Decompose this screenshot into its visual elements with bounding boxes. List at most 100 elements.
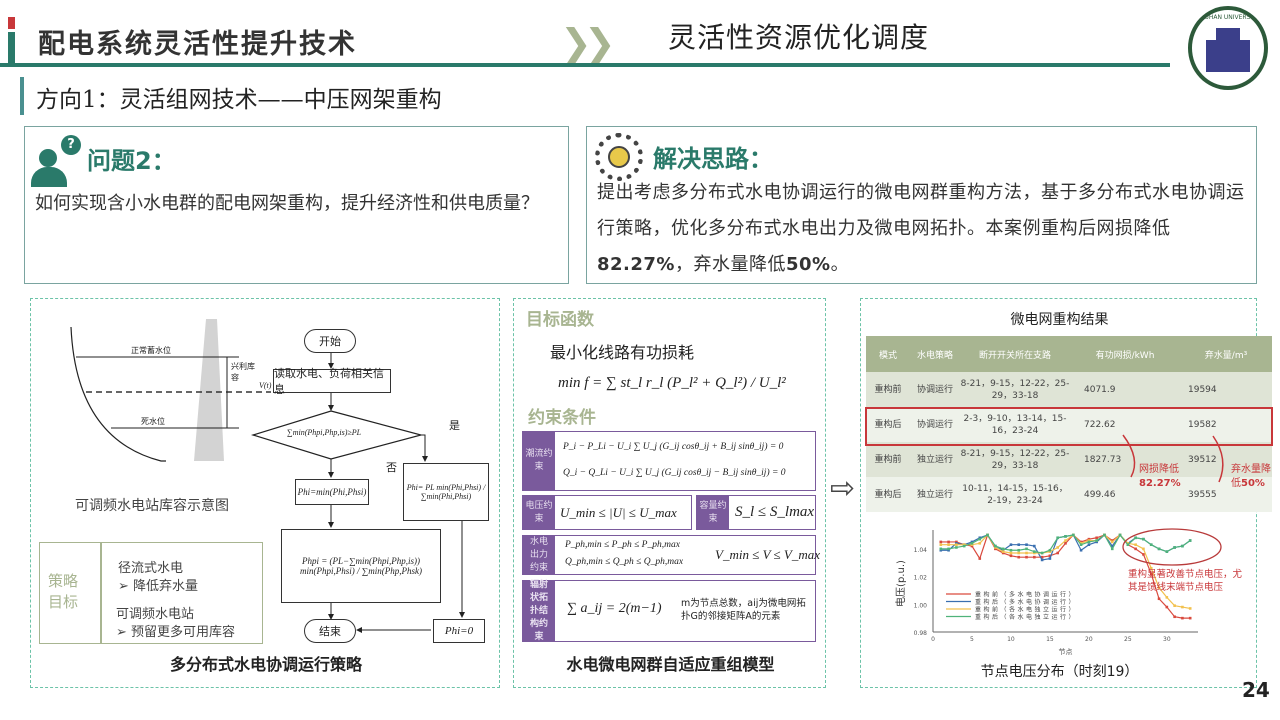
data-point [1173,615,1176,619]
voltage-constraint: 电压约束 U_min ≤ |U| ≤ U_max [522,495,692,530]
data-point [947,548,950,552]
data-point [1142,537,1145,541]
strategy-goal-box: 策略目标 径流式水电 ➢ 降低弃水量 可调频水电站 ➢ 预留更多可用库容 [39,542,263,644]
cell: 独立运行 [910,442,960,477]
water-reduction-value: 50% [785,254,831,275]
page-title: 配电系统灵活性提升技术 [38,29,357,60]
data-point [1087,540,1091,544]
data-point [1110,539,1114,542]
data-point [1017,548,1021,552]
data-point [994,544,997,548]
data-point [1025,551,1028,555]
data-point [1165,605,1169,609]
data-point [1181,616,1184,620]
data-point [986,533,989,537]
flow-start: 开始 [304,329,356,353]
data-point [970,543,974,546]
strategy-bullet-1-text: 降低弃水量 [133,579,199,594]
data-point [1188,607,1192,610]
problem-heading: 问题2： [87,147,176,175]
data-point [939,543,943,546]
legend-label: 重构前（各水电独立运行） [975,606,1077,614]
radial-topology-note: m为节点总数，aij为微电网拓扑G的邻接矩阵A的元素 [681,598,806,622]
data-point [1001,548,1005,552]
table-header-row: 模式 水电策略 断开开关所在支路 有功网损/kWh 弃水量/m³ [866,336,1272,372]
hydro-p-eq: P_ph,min ≤ P_ph ≤ P_ph,max [565,540,680,550]
flow-no-label: 否 [386,461,397,474]
data-point [1188,616,1192,620]
data-point [994,546,997,549]
cell: 协调运行 [910,407,960,442]
data-point [1001,550,1005,553]
data-point [1033,544,1036,548]
data-point [1079,540,1083,544]
data-point [1095,539,1098,542]
x-tick-label: 5 [970,636,974,643]
col-switches: 断开开关所在支路 [960,336,1070,372]
power-flow-label: 潮流约束 [523,432,555,490]
constraint-title: 约束条件 [528,408,596,428]
strategy-panel: 正常蓄水位 兴利库容 V(t) 死水位 可调频水电站库容示意图 开始 读取水电、… [30,298,500,688]
gear-user-icon [595,133,643,181]
data-point [978,537,982,541]
data-point [1103,533,1106,537]
results-panel: 微电网重构结果 模式 水电策略 断开开关所在支路 有功网损/kWh 弃水量/m³… [860,298,1273,688]
flow-box-main: Phpi = (PL−∑min(Phpi,Php,is)) min(Phpi,P… [281,529,441,603]
cell: 重构后 [866,407,910,442]
capacity-constraint: 容量约束 S_l ≤ S_lmax [696,495,816,530]
data-point [1040,558,1044,562]
data-point [1149,566,1153,570]
strategy-bullet-2-text: 预留更多可用库容 [131,625,236,640]
table-title: 微电网重构结果 [1010,312,1109,328]
panel1-caption: 多分布式水电协调运行策略 [169,655,362,674]
radial-topology-label: 辐射状拓扑结构约束 [523,580,555,642]
data-point [1071,533,1075,537]
flow-end: 结束 [304,619,356,643]
data-point [1149,543,1153,546]
solution-box: 解决思路： 提出考虑多分布式水电协调运行的微电网群重构方法，基于多分布式水电协调… [586,126,1257,284]
data-point [994,547,997,551]
flow-box-no: Phi=min(Phi,Phsi) [295,479,369,505]
col-strategy: 水电策略 [910,336,960,372]
data-point [978,536,982,540]
data-point [1142,553,1145,556]
subtitle-bar [20,77,24,115]
results-table: 模式 水电策略 断开开关所在支路 有功网损/kWh 弃水量/m³ 重构前协调运行… [866,336,1272,512]
data-point [1087,539,1091,542]
page-number: 24 [1242,678,1270,702]
data-point [1079,542,1083,545]
cell: 722.62 [1070,407,1180,442]
model-panel: 目标函数 最小化线路有功损耗 min f = ∑ st_l r_l (P_l² … [513,298,826,688]
water-reduction-note: 弃水量降低50% [1231,463,1271,491]
hydro-output-constraint: 水电出力约束 P_ph,min ≤ P_ph ≤ P_ph,max Q_ph,m… [522,535,820,575]
cell: 2-3，9-10，13-14，15-16，23-24 [960,407,1070,442]
data-point [1188,539,1192,542]
hydro-output-label: 水电出力约束 [523,536,555,574]
logo-text: WUHAN UNIVERSITY [1198,14,1260,21]
y-tick-label: 0.98 [914,630,928,637]
normal-level-label: 正常蓄水位 [131,346,171,355]
objective-text: 最小化线路有功损耗 [550,343,695,362]
chevrons-icon: ❯❯ [560,21,616,65]
flow-zero: Phi=0 [433,619,485,643]
x-tick-label: 25 [1124,636,1132,643]
x-tick-label: 10 [1007,636,1015,643]
problem-text: 如何实现含小水电群的配电网架重构，提升经济性和供电质量？ [35,193,539,214]
data-point [1087,543,1091,546]
y-tick-label: 1.04 [914,547,928,554]
data-point [939,540,943,544]
strategy-divider [100,543,102,643]
header-red-mark [8,17,15,29]
data-point [1056,551,1060,555]
data-point [1040,555,1044,559]
solution-text-3: 。 [830,254,850,275]
solution-text-2: ，弃水量降低 [674,254,786,275]
legend-label: 重构前（多水电协调运行） [975,591,1077,599]
data-point [1173,604,1176,607]
y-tick-label: 1.02 [914,575,928,582]
power-flow-constraint: 潮流约束 P_i − P_Li − U_i ∑ U_j (G_ij cosθ_i… [522,431,816,491]
reservoir-v-eq: V_min ≤ V ≤ V_max [715,547,821,562]
